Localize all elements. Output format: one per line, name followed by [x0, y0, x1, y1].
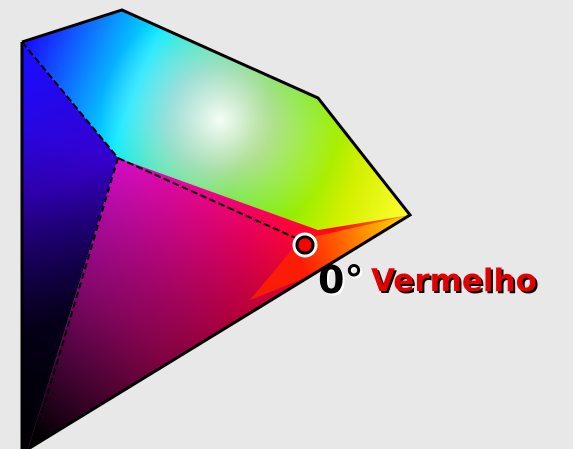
angle-label: 0°	[318, 258, 364, 302]
hue-marker-icon[interactable]	[292, 232, 318, 258]
solid-white-highlight	[22, 10, 410, 230]
solid-left-shade	[22, 42, 118, 449]
solid-front-shade	[28, 158, 410, 449]
solid-edges	[20, 8, 413, 449]
color-name-label: Vermelho	[371, 263, 537, 299]
solid-warm-strip	[250, 215, 410, 300]
